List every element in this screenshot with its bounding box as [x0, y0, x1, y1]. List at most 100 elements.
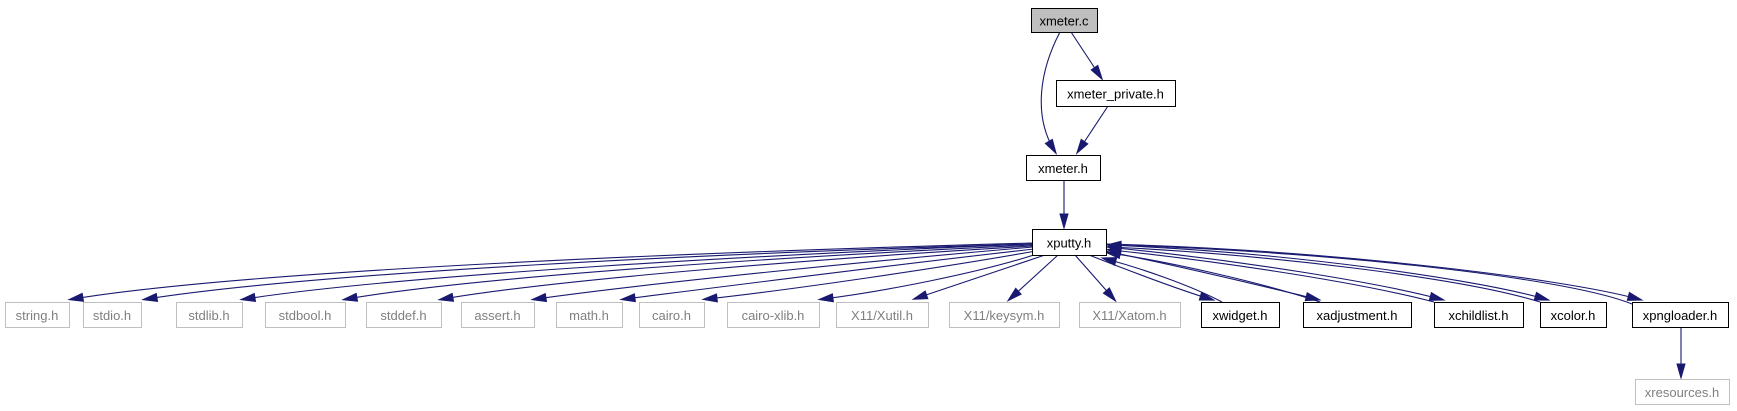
- node-x11-xutil-h: X11/Xutil.h: [836, 302, 929, 328]
- node-box: [639, 302, 705, 328]
- node-label: xwidget.h: [1213, 308, 1268, 323]
- node-box: [1031, 8, 1098, 33]
- node-box: [949, 302, 1060, 328]
- node-box: [1079, 302, 1181, 328]
- arrowhead: [341, 292, 359, 302]
- edge-line: [1110, 244, 1633, 305]
- edge-line: [706, 250, 1037, 300]
- edge-line: [244, 243, 1033, 300]
- node-label: X11/Xatom.h: [1092, 308, 1166, 323]
- node-box: [1201, 302, 1280, 328]
- node-box: [176, 302, 243, 328]
- edge-xputty-h-to-math-h: [619, 248, 1035, 303]
- arrowhead: [239, 292, 257, 302]
- node-label: xchildlist.h: [1449, 308, 1509, 323]
- edge-line: [916, 254, 1046, 299]
- edge-xputty-h-to-string-h: [67, 242, 1033, 302]
- node-xwidget-h[interactable]: xwidget.h: [1201, 302, 1280, 328]
- arrowhead: [1626, 291, 1644, 301]
- arrowhead: [1100, 257, 1118, 267]
- node-stdlib-h: stdlib.h: [176, 302, 243, 328]
- node-box: [1303, 302, 1412, 328]
- node-label: xpngloader.h: [1643, 308, 1717, 323]
- node-label: cairo-xlib.h: [742, 308, 805, 323]
- node-xchildlist-h[interactable]: xchildlist.h: [1434, 302, 1524, 328]
- edge-line: [1105, 243, 1639, 300]
- node-x11-xatom-h: X11/Xatom.h: [1079, 302, 1181, 328]
- node-box: [1056, 80, 1176, 107]
- node-box: [5, 302, 70, 328]
- node-xmeter-c[interactable]: xmeter.c: [1031, 8, 1098, 33]
- edge-line: [146, 243, 1033, 300]
- edge-line: [624, 248, 1035, 300]
- arrowhead: [437, 292, 455, 302]
- edge-line: [1088, 254, 1211, 300]
- node-box: [727, 302, 820, 328]
- arrowhead: [1105, 240, 1122, 250]
- node-xpngloader-h[interactable]: xpngloader.h: [1632, 302, 1729, 328]
- arrowhead: [1533, 291, 1551, 301]
- arrowhead: [817, 293, 834, 303]
- edge-xputty-h-to-x11-xatom-h: [1074, 254, 1117, 303]
- node-xadjustment-h[interactable]: xadjustment.h: [1303, 302, 1412, 328]
- node-xcolor-h[interactable]: xcolor.h: [1540, 302, 1607, 328]
- node-label: stddef.h: [380, 308, 426, 323]
- edge-xputty-h-to-xpngloader-h: [1105, 243, 1644, 301]
- arrowhead: [1006, 287, 1022, 302]
- edge-xmeter-private-h-to-xmeter-h: [1075, 105, 1109, 155]
- arrowhead: [701, 293, 718, 303]
- node-label: xresources.h: [1645, 385, 1719, 400]
- edges-layer: [67, 31, 1686, 380]
- edge-xwidget-h-to-xputty-h: [1100, 257, 1223, 303]
- node-box: [1434, 302, 1524, 328]
- arrowhead: [1102, 287, 1117, 303]
- arrowhead: [911, 290, 929, 300]
- arrowhead: [1075, 138, 1089, 155]
- edge-line: [1110, 246, 1541, 303]
- edge-line: [822, 252, 1041, 300]
- edge-xmeter-c-to-xmeter-h: [1040, 31, 1061, 155]
- node-box: [366, 302, 442, 328]
- edge-line: [72, 242, 1033, 300]
- node-box: [1632, 302, 1729, 328]
- edge-line: [535, 246, 1034, 300]
- node-stdio-h: stdio.h: [83, 302, 142, 328]
- edge-line: [1109, 252, 1321, 303]
- edge-xputty-h-to-xwidget-h: [1088, 254, 1216, 301]
- node-label: math.h: [569, 308, 609, 323]
- node-x11-keysym-h: X11/keysym.h: [949, 302, 1060, 328]
- node-xputty-h[interactable]: xputty.h: [1032, 229, 1107, 256]
- nodes-layer: xmeter.c xmeter_private.h xmeter.h xputty.h…: [5, 8, 1730, 405]
- node-label: xmeter.h: [1038, 161, 1088, 176]
- node-box: [1032, 229, 1107, 256]
- edge-xmeter-h-to-xputty-h: [1059, 180, 1069, 230]
- edge-line: [1105, 244, 1546, 300]
- node-label: assert.h: [474, 308, 520, 323]
- edge-xputty-h-to-stdbool-h: [341, 244, 1033, 302]
- node-xmeter-private-h[interactable]: xmeter_private.h: [1056, 80, 1176, 107]
- node-label: string.h: [16, 308, 59, 323]
- node-label: xmeter_private.h: [1067, 87, 1164, 102]
- arrowhead: [1044, 138, 1058, 155]
- node-xresources-h: xresources.h: [1635, 379, 1730, 405]
- edge-xputty-h-to-stddef-h: [437, 245, 1033, 302]
- edge-xputty-h-to-cairo-xlib-h: [817, 252, 1041, 303]
- arrowhead: [530, 292, 548, 303]
- arrowhead: [1090, 64, 1104, 81]
- arrowhead: [141, 292, 159, 302]
- edge-xpngloader-h-to-xputty-h: [1105, 240, 1633, 305]
- arrowhead: [1676, 363, 1686, 380]
- node-string-h: string.h: [5, 302, 70, 328]
- node-label: stdio.h: [93, 308, 131, 323]
- node-box: [1540, 302, 1607, 328]
- node-box: [836, 302, 929, 328]
- edge-line: [442, 245, 1033, 300]
- node-label: xmeter.c: [1039, 14, 1089, 29]
- node-xmeter-h[interactable]: xmeter.h: [1026, 155, 1101, 181]
- edge-xputty-h-to-x11-xutil-h: [911, 254, 1046, 300]
- arrowhead: [1198, 291, 1216, 301]
- edge-xpngloader-h-to-xresources-h: [1676, 327, 1686, 380]
- node-math-h: math.h: [556, 302, 623, 328]
- edge-xputty-h-to-xcolor-h: [1105, 244, 1551, 301]
